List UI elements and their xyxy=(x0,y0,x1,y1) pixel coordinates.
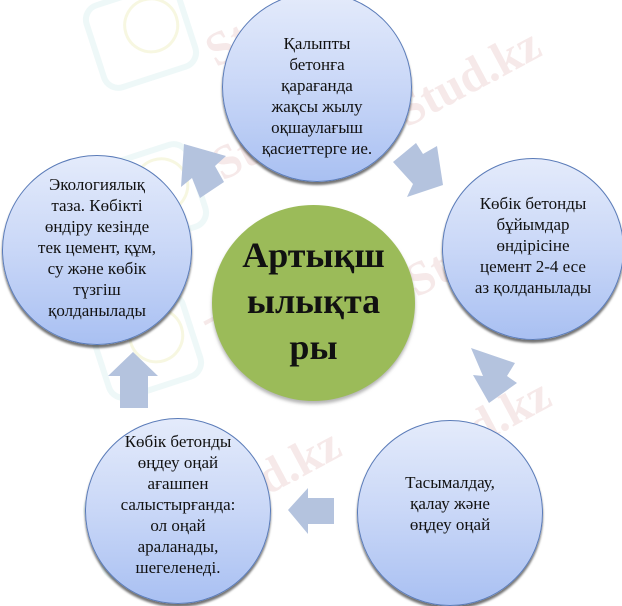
arrow-bottomleft-to-left-icon xyxy=(108,352,158,408)
node-top: Қалыпты бетонға қарағанда жақсы жылу оқш… xyxy=(222,0,412,182)
node-right-text: Көбік бетонды бұйымдар өндірісіне цемент… xyxy=(474,193,592,297)
arrow-top-to-right-icon xyxy=(393,143,443,197)
arrow-left-to-top-icon xyxy=(181,144,226,198)
node-bottom-right: Тасымалдау, қалау және өңдеу оңай xyxy=(357,420,543,606)
node-bottom-right-text: Тасымалдау, қалау және өңдеу оңай xyxy=(405,472,495,534)
center-node: Артықш ылықта ры xyxy=(212,205,415,401)
center-node-title: Артықш ылықта ры xyxy=(242,235,385,367)
arrow-right-to-bottom-icon xyxy=(471,348,517,403)
node-bottom-left: Көбік бетонды өңдеу оңай ағашпен салысты… xyxy=(85,418,271,604)
node-right: Көбік бетонды бұйымдар өндірісіне цемент… xyxy=(442,158,622,340)
node-top-text: Қалыпты бетонға қарағанда жақсы жылу оқш… xyxy=(261,34,373,158)
node-left: Экологиялық таза. Көбікті өндіру кезінде… xyxy=(2,155,192,345)
arrow-bottomright-to-bottomleft-icon xyxy=(288,488,334,534)
watermark-logo xyxy=(78,0,204,96)
node-left-text: Экологиялық таза. Көбікті өндіру кезінде… xyxy=(38,174,156,320)
node-bottom-left-text: Көбік бетонды өңдеу оңай ағашпен салысты… xyxy=(120,431,236,577)
